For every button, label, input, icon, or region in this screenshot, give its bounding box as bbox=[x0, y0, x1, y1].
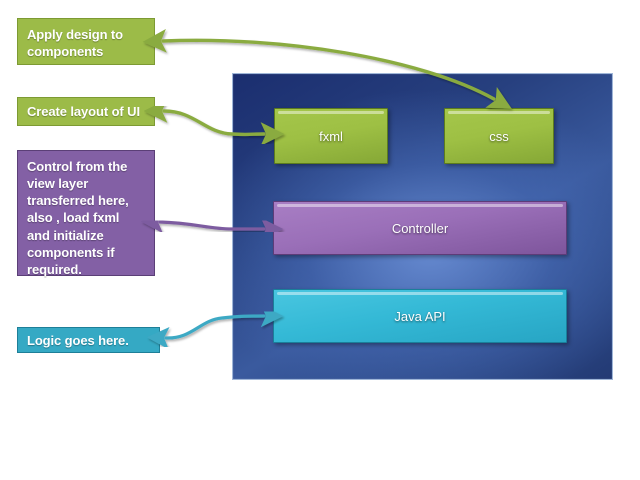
layer-box-controller[interactable]: Controller bbox=[273, 201, 567, 255]
callout-apply-design-text: Apply design to components bbox=[27, 27, 124, 60]
platform-panel: fxml css Controller Java API bbox=[232, 73, 613, 380]
layer-box-fxml[interactable]: fxml bbox=[274, 108, 388, 164]
layer-label-java-api: Java API bbox=[394, 308, 446, 324]
layer-label-css: css bbox=[489, 128, 509, 144]
layer-label-fxml: fxml bbox=[319, 128, 343, 144]
callout-control-from-view-text: Control from the view layer transferred … bbox=[27, 159, 129, 277]
layer-box-css[interactable]: css bbox=[444, 108, 554, 164]
callout-control-from-view[interactable]: Control from the view layer transferred … bbox=[17, 150, 155, 277]
layer-box-java-api[interactable]: Java API bbox=[273, 289, 567, 343]
callout-create-layout-text: Create layout of UI bbox=[27, 104, 140, 119]
layer-label-controller: Controller bbox=[391, 220, 449, 236]
callout-create-layout[interactable]: Create layout of UI bbox=[17, 97, 155, 126]
callout-logic-goes-here-text: Logic goes here. bbox=[27, 333, 129, 348]
callout-logic-goes-here[interactable]: Logic goes here. bbox=[17, 327, 160, 353]
callout-apply-design[interactable]: Apply design to components bbox=[17, 18, 155, 65]
